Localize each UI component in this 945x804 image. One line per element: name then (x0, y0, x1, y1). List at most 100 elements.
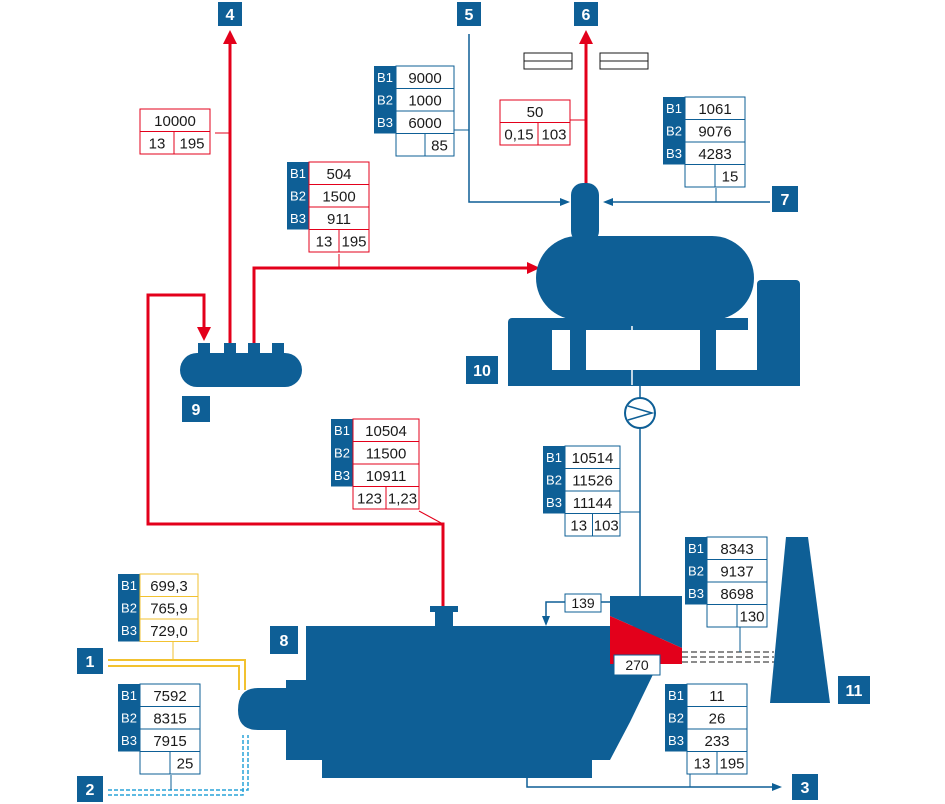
row-label: B1 (666, 101, 682, 116)
row-right-cell (338, 229, 370, 253)
row-value: 1000 (408, 93, 441, 110)
marker-bg-10 (466, 356, 498, 384)
temp-economizer-in: 139 (571, 595, 595, 611)
row-label-bg (663, 142, 685, 165)
row-label: B1 (377, 70, 393, 85)
marker-bg-2 (77, 776, 103, 802)
row-label-bg (374, 88, 396, 111)
row-right-cell (173, 131, 211, 155)
pipe-steam-boiler (146, 293, 445, 606)
pipe-fuel-2 (108, 665, 240, 690)
row-label-bg (331, 464, 353, 487)
row-right-value: 195 (179, 136, 204, 153)
row-label-bg (374, 111, 396, 134)
row-right-cell (169, 751, 201, 775)
row-label-bg (543, 446, 565, 469)
row-label: B1 (121, 688, 137, 703)
row-label: B1 (290, 166, 306, 181)
arrow-up-4 (223, 30, 237, 44)
row-label-bg (685, 537, 707, 560)
pipe-air-2 (108, 735, 244, 796)
marker-bg-5 (457, 2, 481, 26)
row-right-value: 25 (177, 756, 194, 773)
row-label: B2 (121, 711, 137, 726)
steam-header (180, 343, 302, 387)
row-label: B3 (377, 115, 393, 130)
economizer-red (610, 616, 682, 664)
economizer (610, 596, 682, 664)
row-right-cell (592, 513, 621, 537)
header-nozzle-1 (198, 343, 210, 357)
row-left-cell (706, 604, 738, 628)
row-right-value: 195 (719, 756, 744, 773)
row-label-bg (685, 559, 707, 582)
marker-10: 10 (473, 363, 491, 380)
row-label: B1 (121, 578, 137, 593)
row-label-bg (663, 119, 685, 142)
marker-bg-8 (270, 626, 298, 654)
marker-11: 11 (846, 683, 863, 700)
tank-left (508, 318, 552, 386)
row-label-bg (331, 419, 353, 442)
temp-labels: 139 270 (564, 593, 661, 676)
row-label-bg (118, 596, 140, 619)
row-value: 9137 (720, 564, 753, 581)
row-right-value: 195 (341, 234, 366, 251)
row-value: 4283 (698, 146, 731, 163)
row-value-cell (139, 618, 199, 642)
row-left-cell (684, 164, 716, 188)
deaerator-dome (571, 183, 599, 243)
row-right-value: 15 (722, 169, 739, 186)
chimney (770, 537, 830, 703)
row-label: B2 (546, 473, 562, 488)
tank-right (757, 280, 800, 386)
arrow-right-deaerator (527, 262, 540, 274)
marker-7: 7 (781, 192, 790, 209)
row-label: B3 (334, 468, 350, 483)
leader-steam-boiler (418, 510, 444, 525)
row-label: B3 (121, 623, 137, 638)
row-label: B1 (668, 688, 684, 703)
marker-bg-4 (218, 2, 242, 26)
row-label: B3 (688, 586, 704, 601)
row-value: 8315 (153, 711, 186, 728)
row-value: 9000 (408, 70, 441, 87)
deaerator-base (508, 370, 800, 386)
row-label-bg (118, 684, 140, 707)
row-right-cell (714, 164, 746, 188)
row-value: 26 (709, 711, 726, 728)
row-label-bg (118, 706, 140, 729)
header-body (180, 353, 302, 387)
row-value: 7592 (153, 688, 186, 705)
pipe-air (108, 735, 249, 791)
row-label: B3 (546, 495, 562, 510)
deaerator-tank (536, 236, 754, 320)
row-left-cell (395, 133, 426, 157)
arrow-left-7 (603, 198, 613, 206)
row-left-value: 13 (694, 756, 711, 773)
row-value: 11526 (572, 473, 613, 490)
marker-bg-7 (772, 186, 798, 212)
header-nozzle-2 (224, 343, 236, 357)
boiler-front (286, 680, 310, 760)
row-value: 10911 (366, 468, 407, 485)
row-label-bg (374, 66, 396, 89)
row-right-value: 1,23 (388, 491, 417, 508)
marker-bg-3 (792, 774, 818, 800)
row-right-cell (736, 604, 768, 628)
row-label: B2 (290, 189, 306, 204)
row-label: B3 (666, 146, 682, 161)
header-nozzle-3 (248, 343, 260, 357)
row-value: 9076 (698, 124, 731, 141)
marker-bg-11 (838, 676, 870, 704)
deaerator (508, 183, 800, 386)
